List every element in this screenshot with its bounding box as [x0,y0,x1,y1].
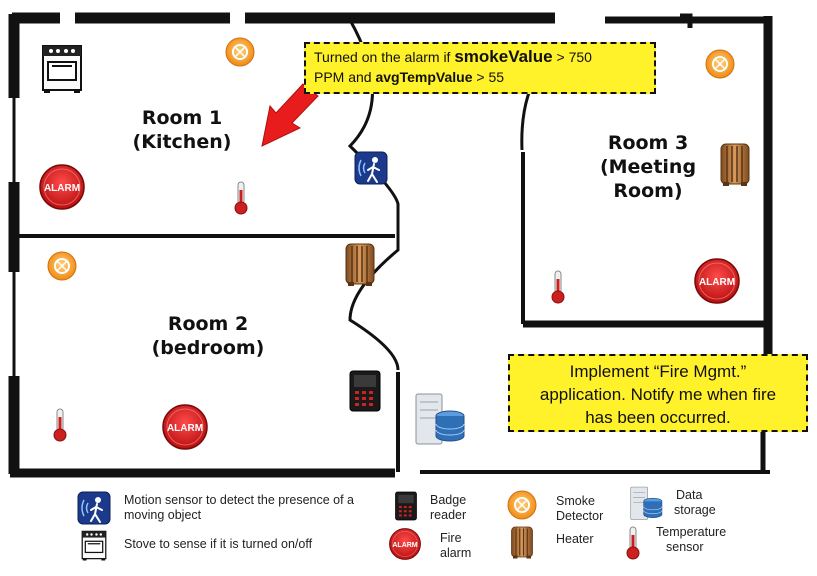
alarm-label: ALARM [44,183,80,194]
legend-motion-text-2: moving object [124,508,202,522]
smoke-detector-icon [705,49,735,79]
avg-temp-var: avgTempValue [375,69,473,85]
app-request-line-1: Implement “Fire Mgmt.” [569,362,747,381]
app-request-line-3: has been occurred. [585,408,731,427]
legend-badge-text-2: reader [430,508,467,522]
alarm-rule-ppm: PPM and [314,69,376,85]
legend-badge: Badge reader [430,493,500,523]
room-2-name: Room 2 [167,313,249,335]
legend-thermo-icon [626,526,640,560]
legend-stove: Stove to sense if it is turned on/off [124,537,384,552]
legend-stove-icon [81,530,107,562]
heater-icon [345,243,375,287]
legend-badge-text-1: Badge [430,493,467,507]
alarm-label: ALARM [699,277,735,288]
room-3-name: Room 3 [607,132,689,154]
legend-smoke-text-2: Detector [556,509,604,523]
heater-icon [720,143,750,187]
room-3-type-1: (Meeting [599,156,697,178]
badge-reader-icon [349,370,381,412]
app-request-callout: Implement “Fire Mgmt.” application. Noti… [508,354,808,432]
legend-motion: Motion sensor to detect the presence of … [124,493,394,523]
legend-fire-alarm-text-1: Fire [440,531,462,545]
stove-icon [42,45,82,94]
legend-storage-text-2: storage [674,503,716,517]
data-storage-icon [415,393,465,445]
temperature-sensor-icon [53,408,67,442]
legend-smoke: Smoke Detector [556,494,626,524]
legend-storage-text-1: Data [676,488,703,502]
temperature-sensor-icon [234,181,248,215]
motion-sensor-icon [354,151,388,185]
alarm-rule-prefix: Turned on the alarm if [314,49,455,65]
app-request-line-2: application. Notify me when fire [539,385,777,404]
room-1-name: Room 1 [141,107,223,129]
legend-temperature: Temperature sensor [656,525,756,555]
walls [8,12,773,478]
alarm-rule-smoke-threshold: > 750 [552,49,592,65]
smoke-value-var: smokeValue [454,47,553,66]
legend-fire-alarm: Fire alarm [440,531,500,561]
legend-heater: Heater [556,532,626,547]
alarm-label: ALARM [167,423,203,434]
legend-stove-text: Stove to sense if it is turned on/off [124,537,313,551]
legend-storage-icon [630,486,663,520]
alarm-rule-line-2: PPM and avgTempValue > 55 [314,67,646,87]
room-2-type: (bedroom) [151,337,265,359]
alarm-rule-line-1: Turned on the alarm if smokeValue > 750 [314,47,646,67]
legend-storage: Data storage [668,488,738,518]
smoke-detector-icon [47,251,77,281]
temperature-sensor-icon [551,270,565,304]
legend-temperature-text-2: sensor [666,540,704,554]
room-3-label: Room 3 (Meeting Room) [588,131,708,203]
legend-alarm-label: ALARM [392,542,417,549]
room-2-label: Room 2 (bedroom) [148,312,268,360]
room-1-label: Room 1 (Kitchen) [122,106,242,154]
legend-heater-icon [510,526,534,560]
legend-smoke-icon [507,490,537,520]
room-3-type-2: Room) [613,180,683,202]
legend-temperature-text-1: Temperature [656,525,727,539]
alarm-rule-callout: Turned on the alarm if smokeValue > 750 … [304,42,656,94]
legend-motion-icon [77,491,111,525]
legend-smoke-text-1: Smoke [556,494,595,508]
legend-fire-alarm-text-2: alarm [440,546,472,560]
legend-heater-text: Heater [556,532,594,546]
pointer-arrow [261,83,319,147]
room-1-type: (Kitchen) [132,131,232,153]
smoke-detector-icon [225,37,255,67]
legend-motion-text-1: Motion sensor to detect the presence of … [124,493,354,507]
legend-badge-icon [395,491,417,521]
alarm-rule-temp-threshold: > 55 [472,69,505,85]
